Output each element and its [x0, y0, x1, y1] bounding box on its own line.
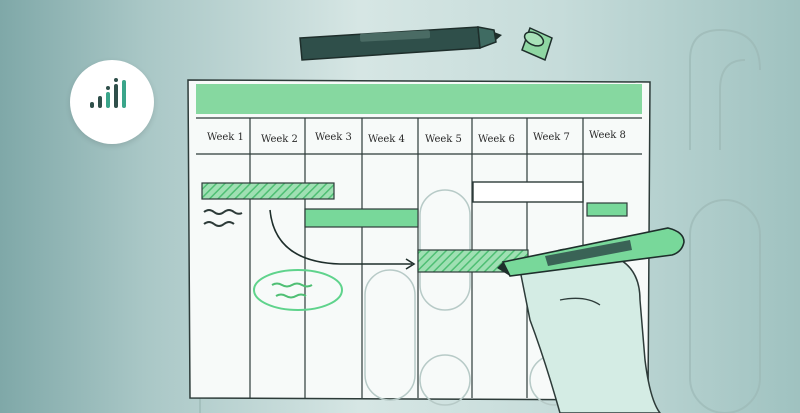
hand-holding-marker	[497, 227, 685, 413]
task-bar-2	[304, 208, 419, 228]
week-label-3: Week 3	[315, 132, 352, 143]
scribble-notes	[203, 209, 243, 227]
task-bar-4	[586, 202, 628, 217]
week-label-8: Week 8	[589, 130, 626, 141]
task-bar-1	[201, 182, 335, 200]
header-band	[196, 84, 642, 114]
marker-icon	[299, 26, 502, 61]
week-label-2: Week 2	[261, 134, 298, 145]
week-label-5: Week 5	[425, 134, 462, 145]
circled-note	[253, 269, 343, 311]
dependency-arrow	[269, 209, 416, 270]
task-bar-3	[472, 181, 584, 203]
logo-badge	[70, 60, 154, 144]
week-label-4: Week 4	[368, 134, 405, 145]
marker-cap-icon	[521, 26, 553, 62]
week-label-7: Week 7	[533, 132, 570, 143]
logo-bar-chart-icon	[90, 78, 126, 108]
week-label-1: Week 1	[207, 132, 244, 143]
week-label-6: Week 6	[478, 134, 515, 145]
